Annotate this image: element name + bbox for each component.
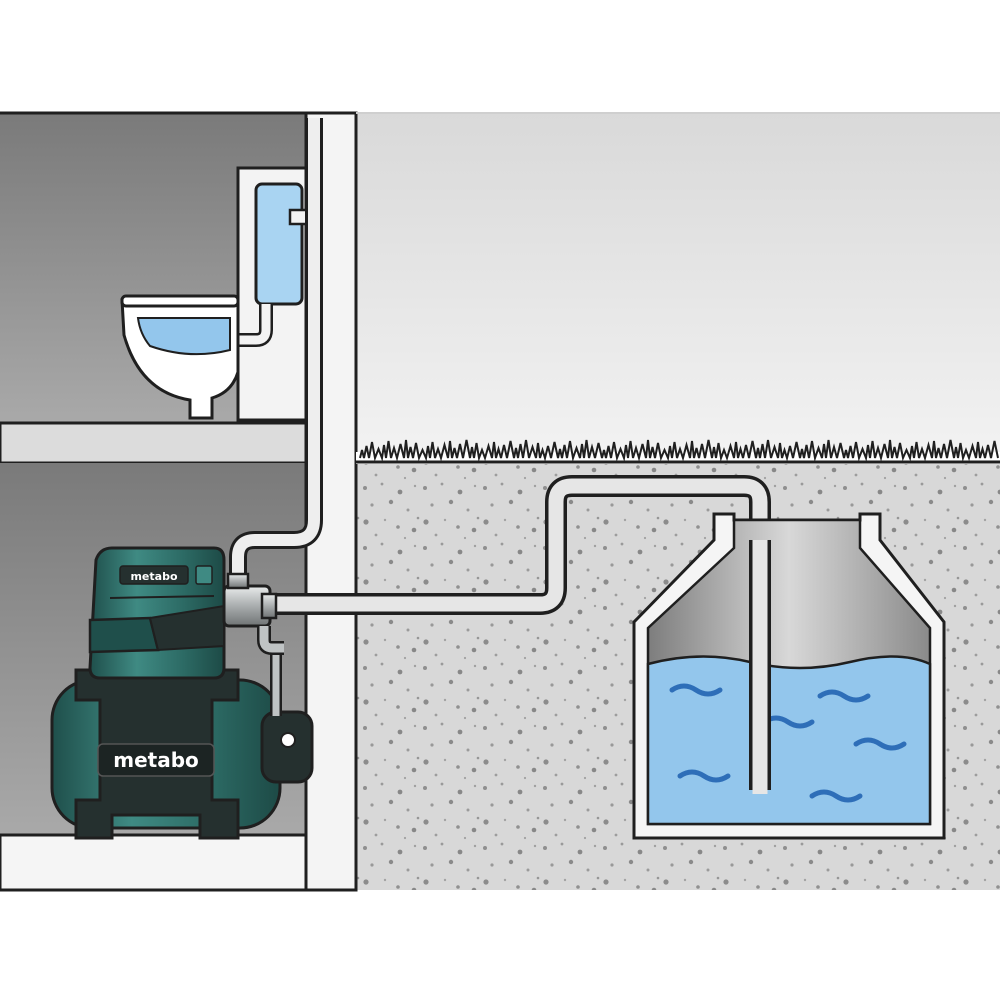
riser-pipe: [229, 118, 323, 578]
sky-area: [356, 113, 1000, 453]
cistern-tank: [254, 182, 304, 306]
pump-logo: metabo: [130, 570, 177, 583]
tank-logo: metabo: [113, 748, 199, 772]
pump-icon: metabo metabo: [50, 546, 314, 840]
pump-display-plate: [119, 565, 189, 585]
upper-floor-slab: [0, 421, 330, 465]
water-cistern: [632, 512, 946, 840]
grass-icon: [356, 439, 1000, 464]
tank-logo-plate: [97, 743, 215, 777]
suction-pipe: [270, 475, 771, 790]
lower-floor: [0, 833, 358, 892]
toilet-icon: [120, 166, 312, 422]
cistern-water: [646, 655, 932, 826]
